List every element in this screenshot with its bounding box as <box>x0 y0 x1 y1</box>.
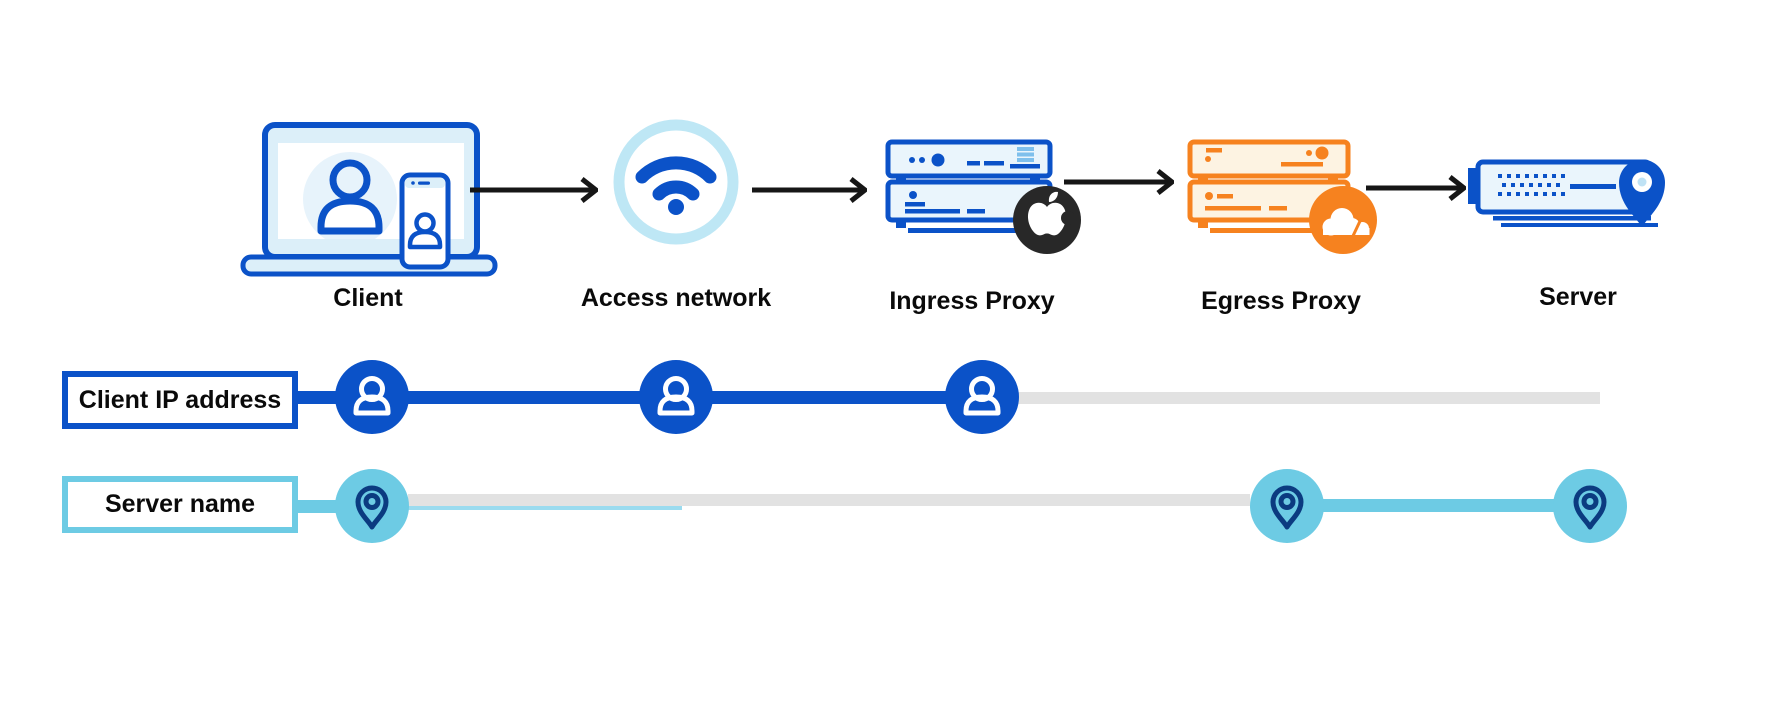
server-name-label: Server name <box>104 490 256 518</box>
cloudflare-logo-badge <box>1309 186 1377 254</box>
apple-logo-badge <box>1013 186 1081 254</box>
wifi-icon <box>613 119 739 245</box>
arrow-ingress-to-egress <box>1064 169 1174 195</box>
server-name-label-box: Server name <box>62 476 298 533</box>
person-icon <box>657 376 695 416</box>
arrow-client-to-access <box>470 177 598 203</box>
cloudflare-logo-icon <box>1322 208 1370 238</box>
apple-logo-icon <box>1027 191 1075 236</box>
node-label-access-network: Access network <box>580 284 772 312</box>
ingress-proxy-icon <box>885 139 1081 254</box>
location-pin-icon <box>1270 485 1304 530</box>
client-ip-address-label-box: Client IP address <box>62 371 298 429</box>
arrow-access-to-ingress <box>752 177 867 203</box>
person-icon <box>317 159 383 235</box>
server-rack-icon <box>885 139 1053 233</box>
server-name-marker-server <box>1553 469 1627 543</box>
laptop-icon <box>240 122 498 277</box>
location-pin-icon <box>355 485 389 530</box>
server-name-marker-client <box>335 469 409 543</box>
phone-icon <box>399 172 451 270</box>
egress-proxy-icon <box>1187 139 1377 254</box>
server-name-marker-egress-proxy <box>1250 469 1324 543</box>
server-name-thin-line <box>408 506 682 510</box>
node-label-client: Client <box>333 284 403 312</box>
arrow-egress-to-server <box>1366 175 1466 201</box>
server-name-connector-line <box>296 500 344 513</box>
client-ip-marker-access-network <box>639 360 713 434</box>
server-name-inactive-line <box>408 494 1250 506</box>
server-name-active-line <box>1287 499 1590 512</box>
person-icon <box>963 376 1001 416</box>
person-icon <box>353 376 391 416</box>
server-dot-grid <box>1498 174 1565 196</box>
node-label-egress-proxy: Egress Proxy <box>1201 287 1361 315</box>
server-rack-icon <box>1187 139 1351 233</box>
person-icon <box>407 212 443 250</box>
origin-server-icon <box>1468 159 1665 227</box>
location-pin-icon <box>1573 485 1607 530</box>
client-ip-marker-client <box>335 360 409 434</box>
client-device-icon <box>240 122 498 277</box>
client-ip-inactive-line <box>982 392 1600 404</box>
node-label-ingress-proxy: Ingress Proxy <box>889 287 1055 315</box>
location-pin-icon <box>1619 159 1665 227</box>
client-ip-address-label: Client IP address <box>78 385 282 414</box>
client-ip-marker-ingress-proxy <box>945 360 1019 434</box>
node-label-server: Server <box>1539 283 1617 311</box>
